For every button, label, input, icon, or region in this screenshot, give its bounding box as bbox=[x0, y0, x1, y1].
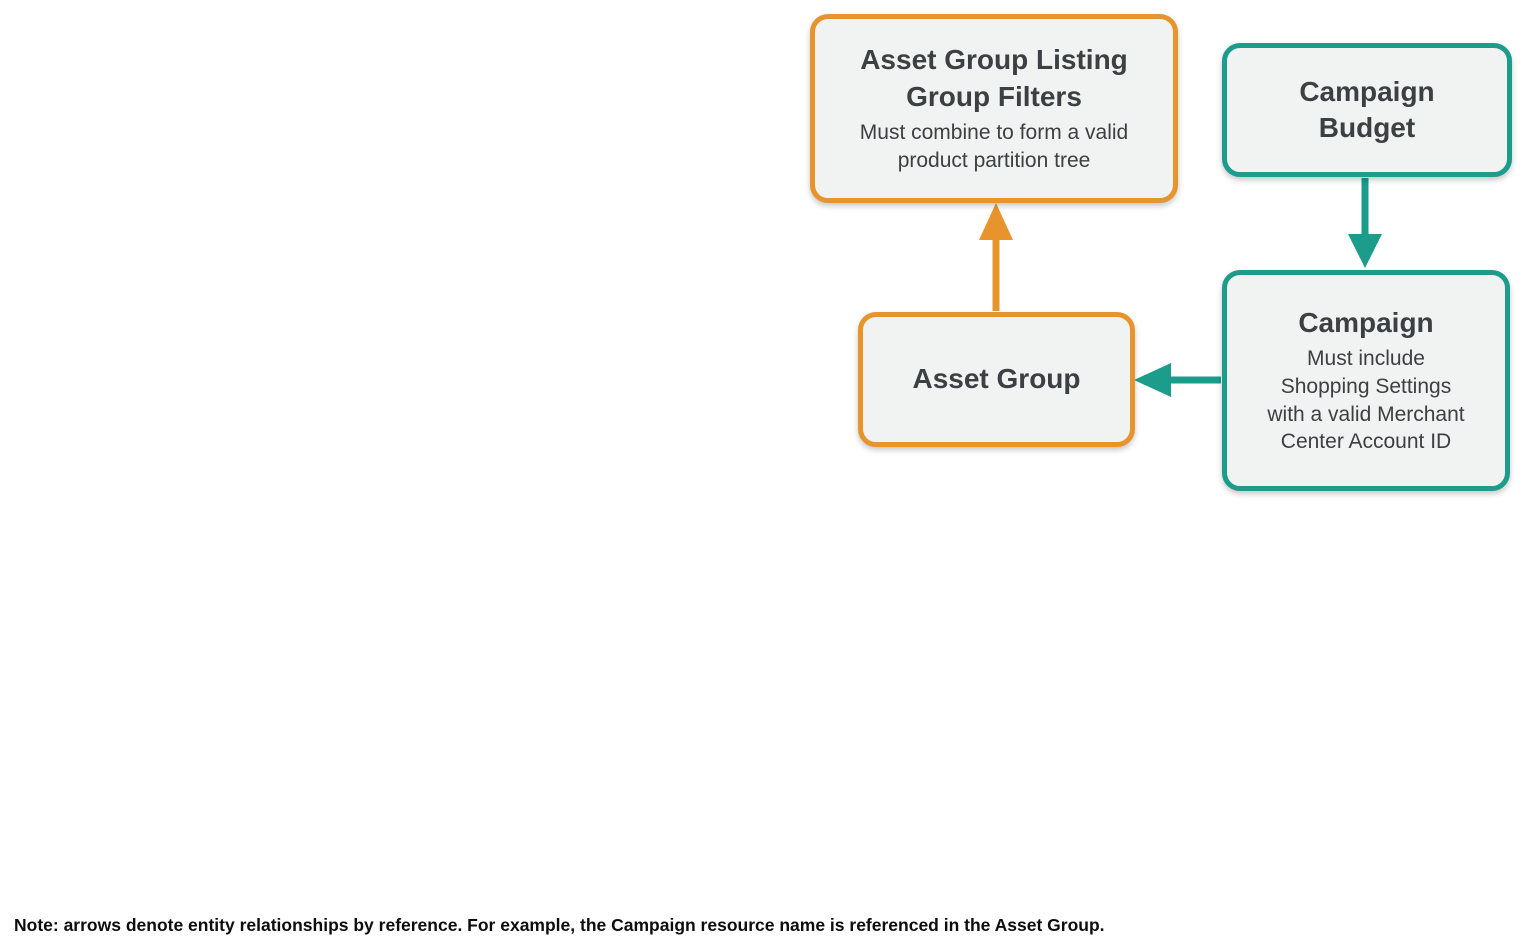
node-subtitle: Must include Shopping Settings with a va… bbox=[1267, 347, 1465, 454]
arrow-campaign-to-asset-group bbox=[1134, 363, 1221, 397]
node-campaign: Campaign Must include Shopping Settings … bbox=[1222, 270, 1510, 491]
footnote: Note: arrows denote entity relationships… bbox=[14, 915, 1105, 935]
node-subtitle: Must combine to form a valid product par… bbox=[859, 121, 1129, 172]
node-asset-group-listing-group-filters: Asset Group Listing Group Filters Must c… bbox=[810, 14, 1178, 203]
arrow-asset-group-to-filters bbox=[979, 203, 1013, 311]
arrow-budget-to-campaign bbox=[1348, 178, 1382, 268]
node-asset-group: Asset Group bbox=[858, 312, 1135, 447]
node-title: Asset Group bbox=[912, 363, 1081, 395]
node-title: Campaign bbox=[1298, 306, 1434, 338]
node-title: Campaign Budget bbox=[1299, 75, 1435, 143]
node-title: Asset Group Listing Group Filters bbox=[860, 44, 1128, 112]
node-campaign-budget: Campaign Budget bbox=[1222, 43, 1512, 177]
